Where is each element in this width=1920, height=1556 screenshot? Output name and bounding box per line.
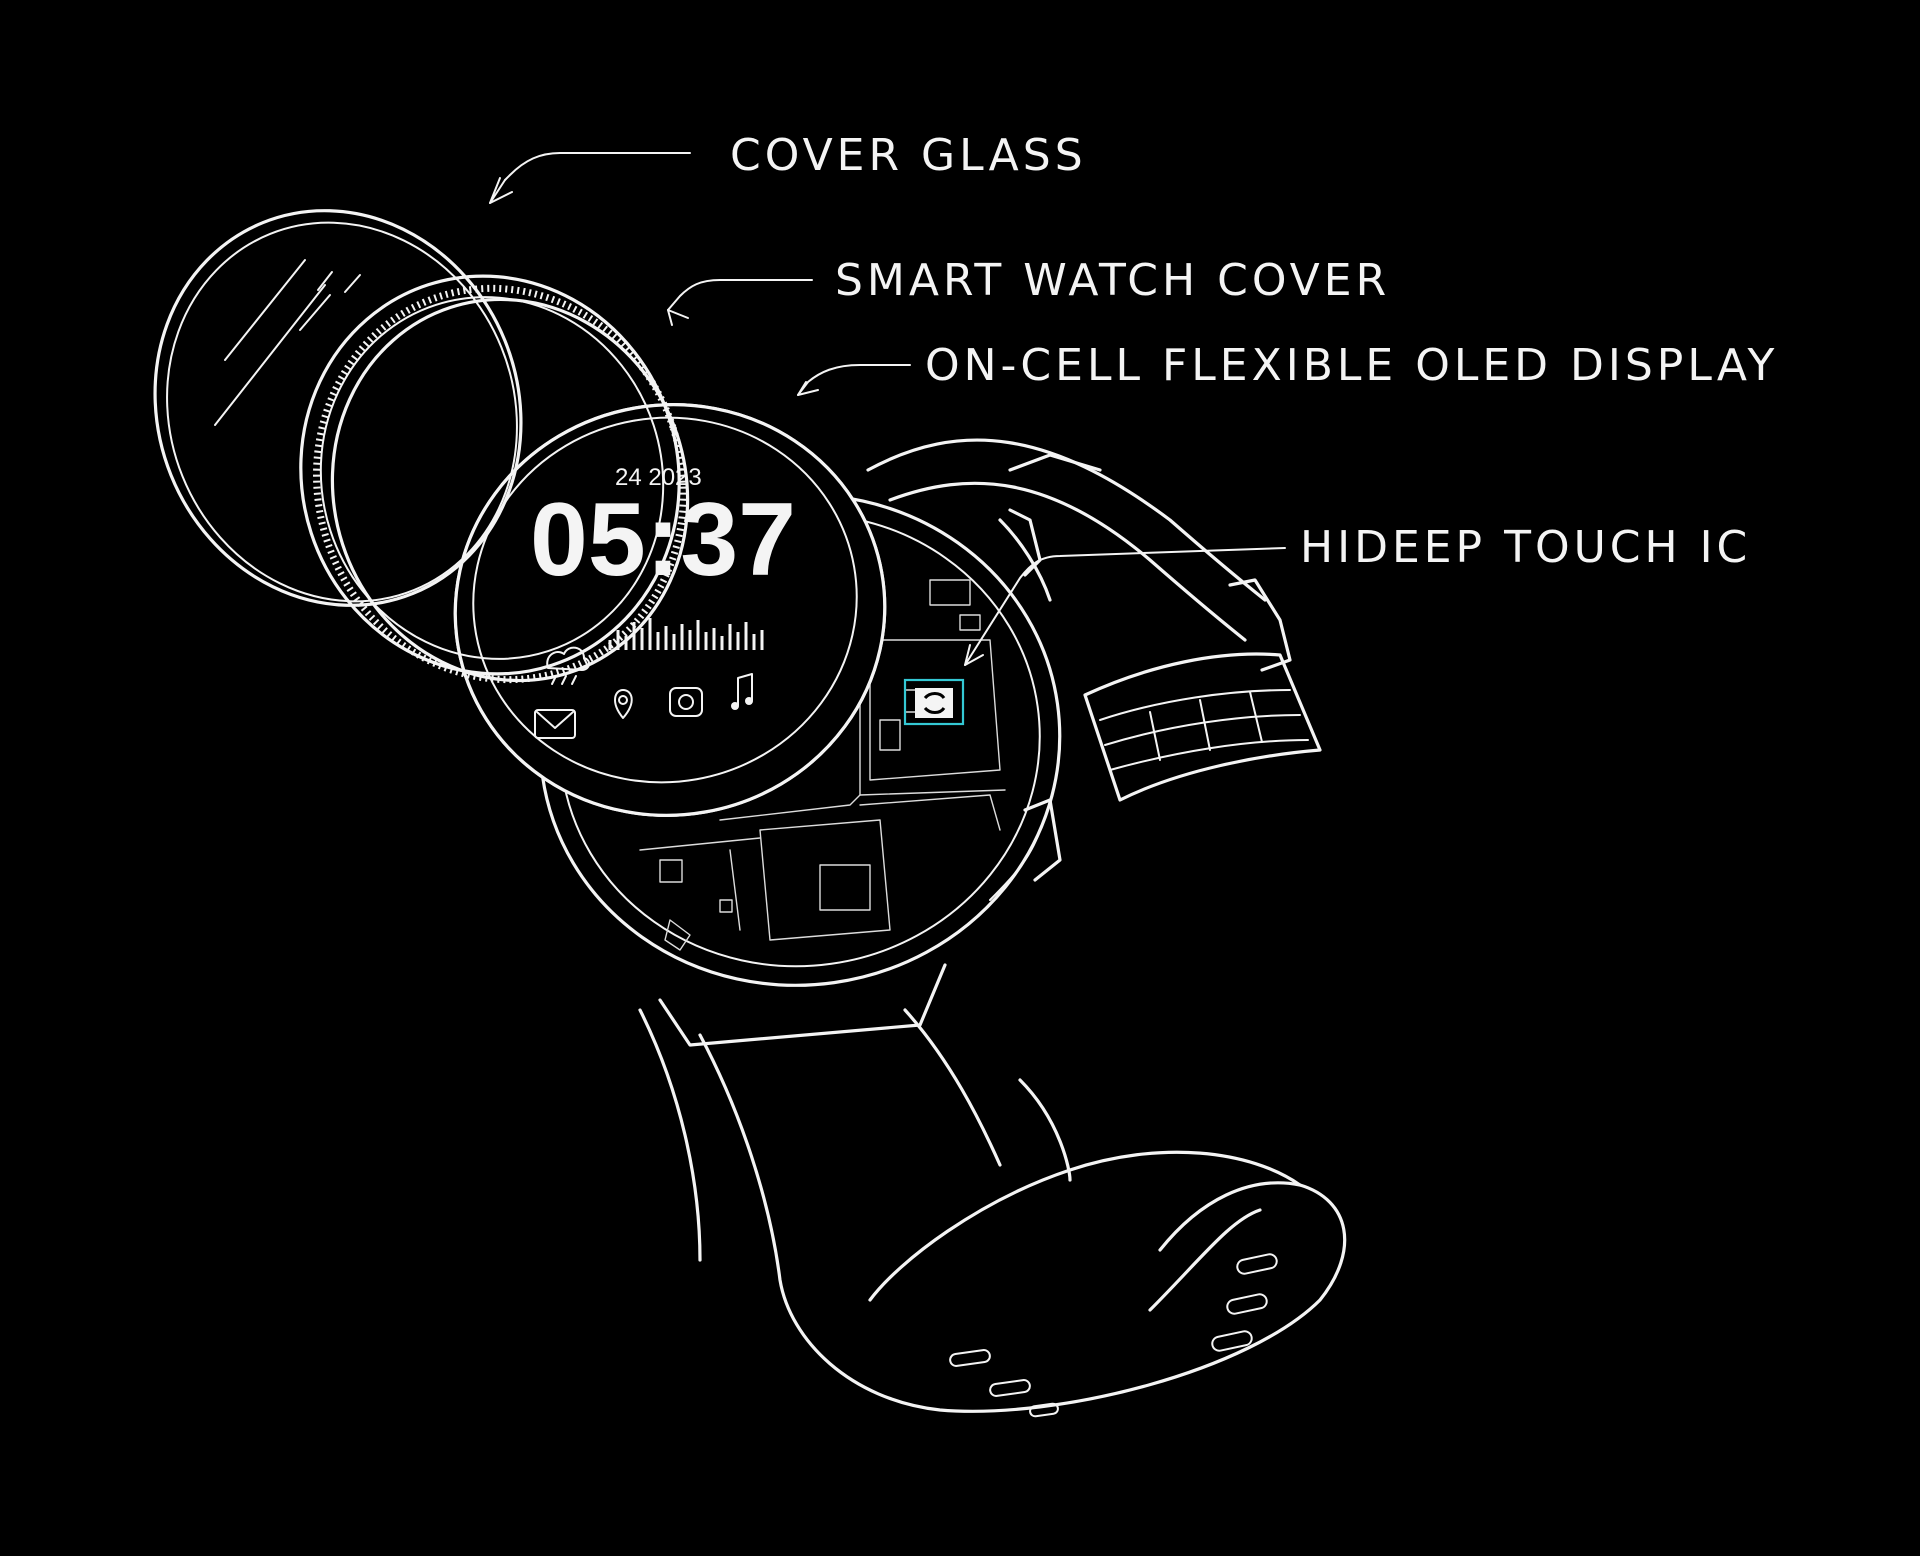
label-smart-watch-cover: SMART WATCH COVER xyxy=(835,255,1390,306)
callout-touch-ic: HIDEEP TOUCH IC xyxy=(964,522,1751,666)
location-pin-icon xyxy=(614,689,633,719)
watch-strap xyxy=(638,438,1347,1418)
label-oled-display: ON-CELL FLEXIBLE OLED DISPLAY xyxy=(925,340,1778,391)
touch-ic-chip xyxy=(903,678,965,726)
label-cover-glass: COVER GLASS xyxy=(730,130,1087,181)
callout-smart-watch-cover: SMART WATCH COVER xyxy=(667,255,1390,326)
cover-glass xyxy=(153,209,523,607)
music-note-icon xyxy=(731,673,753,710)
label-touch-ic: HIDEEP TOUCH IC xyxy=(1300,522,1751,573)
callout-oled-display: ON-CELL FLEXIBLE OLED DISPLAY xyxy=(797,340,1778,396)
oled-display-layer: 24 2023 05:37 xyxy=(453,403,887,817)
callout-cover-glass: COVER GLASS xyxy=(489,130,1087,204)
mail-icon xyxy=(534,709,576,739)
smart-watch-cover-ring xyxy=(299,274,690,684)
chip-logo-icon xyxy=(923,692,946,714)
camera-icon xyxy=(669,687,703,717)
